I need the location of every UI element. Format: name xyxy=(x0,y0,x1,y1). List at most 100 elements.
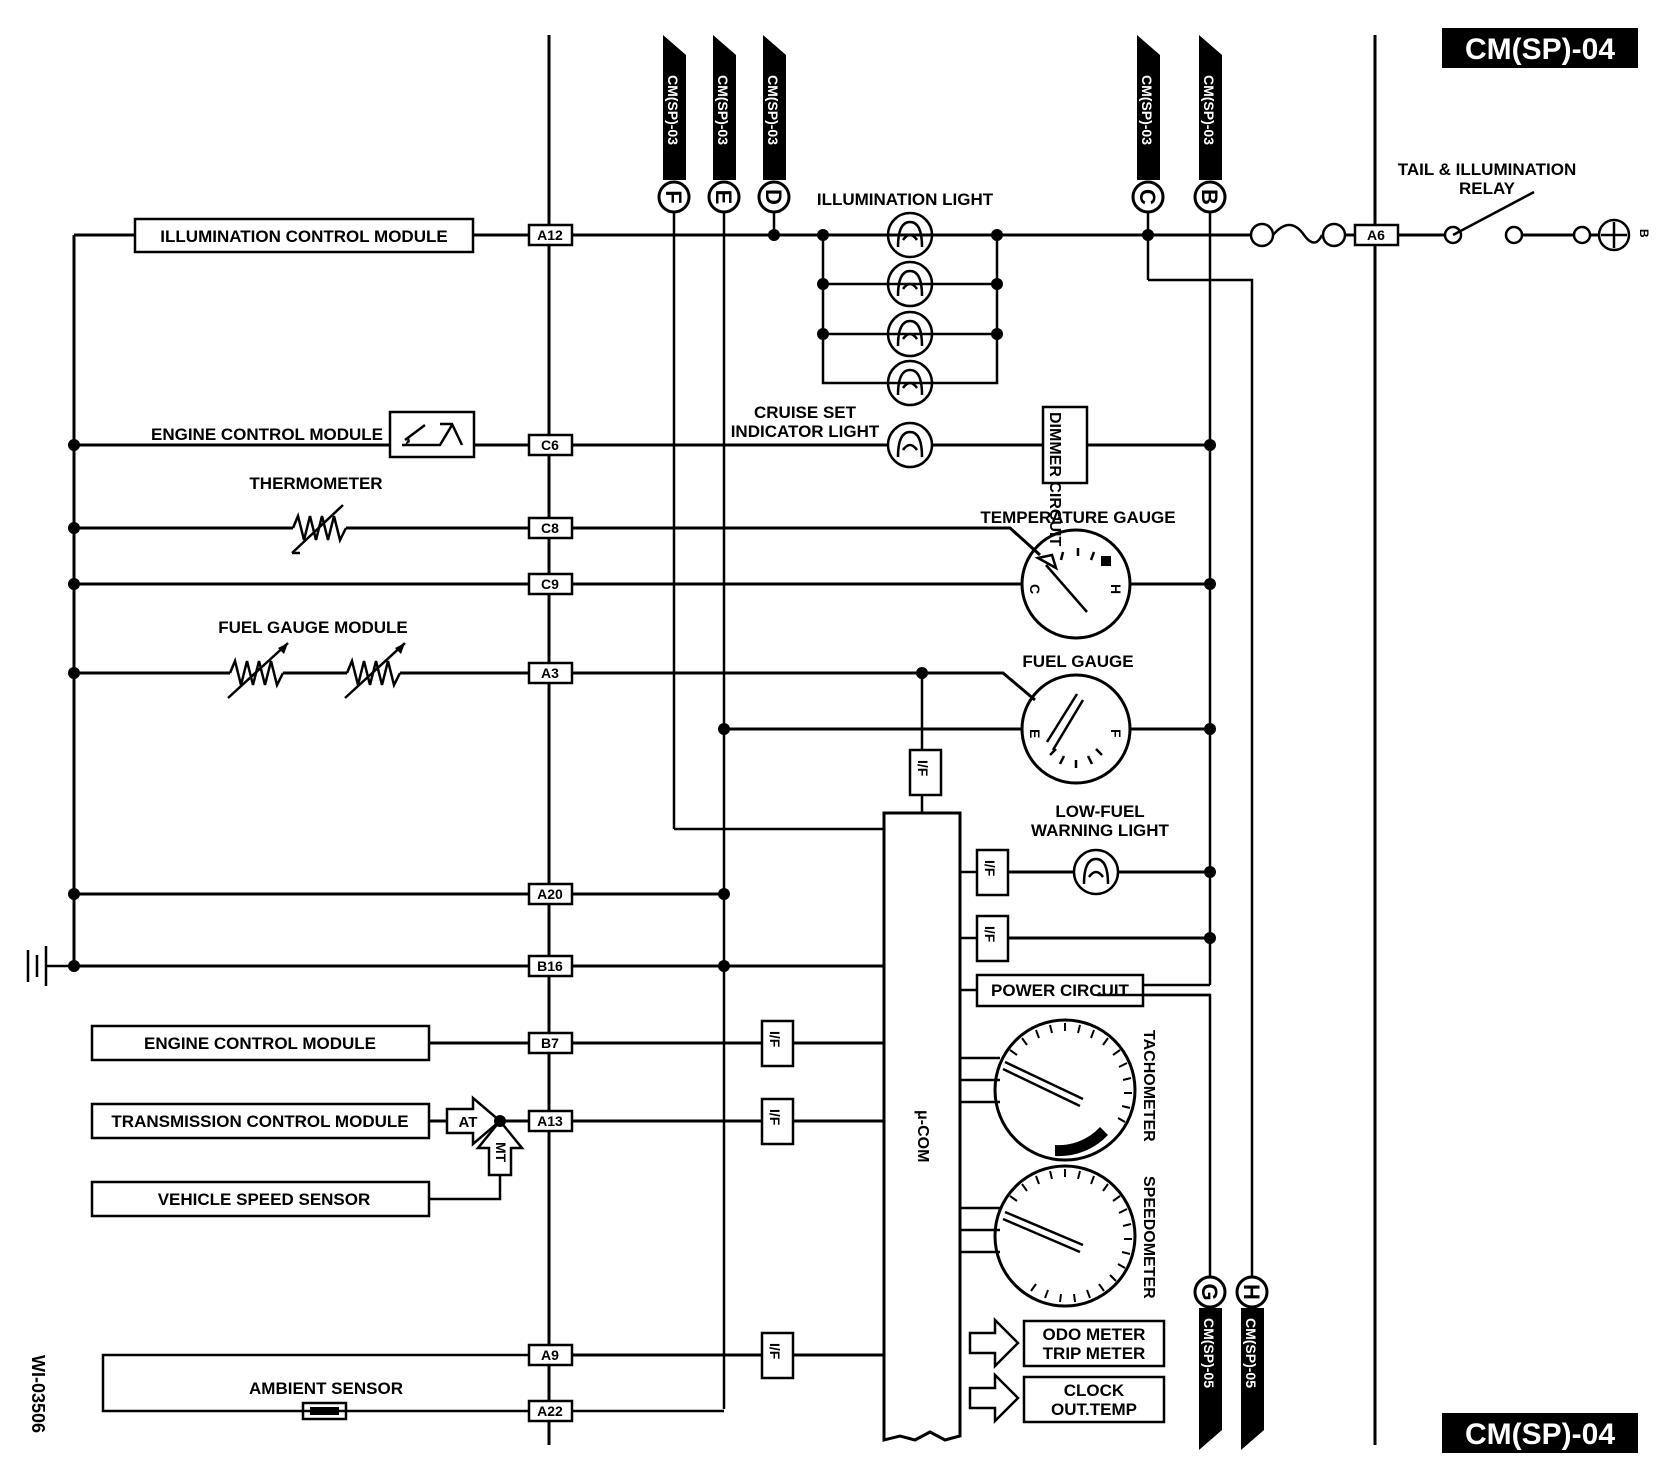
if-box xyxy=(908,748,943,797)
illumination-control-module-label: ILLUMINATION CONTROL MODULE xyxy=(160,227,447,246)
pin-a20: A20 xyxy=(527,882,574,906)
bulb-icon xyxy=(886,310,934,358)
if-label: I/F xyxy=(982,926,998,943)
doc-id: WI-03506 xyxy=(28,1355,48,1433)
bulb-icon xyxy=(886,211,934,259)
mt-arrow-icon: MT xyxy=(475,1119,525,1177)
fuel-e-label: E xyxy=(1027,729,1043,738)
fuel-gauge: E F xyxy=(1020,673,1132,785)
ucom-block xyxy=(882,811,962,1442)
connector-letter: H xyxy=(1239,1284,1264,1300)
low-fuel-label: LOW-FUEL xyxy=(1055,802,1144,821)
temp-h-label: H xyxy=(1108,584,1124,594)
fuse-icon xyxy=(1249,222,1347,248)
connector-ref: CM(SP)-03 xyxy=(1139,75,1155,145)
thermistor-icon xyxy=(291,504,348,555)
ambient-sensor-label: AMBIENT SENSOR xyxy=(249,1379,403,1398)
speedometer-label: SPEEDOMETER xyxy=(1140,1176,1157,1299)
ucom-label: μ-COM xyxy=(914,1110,931,1162)
connector-e: CM(SP)-03 E xyxy=(707,35,741,1409)
bulb-icon xyxy=(886,421,934,469)
tachometer-gauge: TACHOMETER xyxy=(960,1018,1157,1162)
connector-ref: CM(SP)-03 xyxy=(1201,75,1217,145)
connector-ref: CM(SP)-05 xyxy=(1201,1318,1217,1388)
pin-a3: A3 xyxy=(527,661,574,685)
battery-plus-icon: B xyxy=(1597,218,1651,252)
page-ref-bottom: CM(SP)-04 xyxy=(1442,1413,1638,1453)
tail-relay-label-2: RELAY xyxy=(1459,179,1516,198)
clock-outtemp-box xyxy=(1022,1375,1166,1424)
if-label: I/F xyxy=(767,1109,783,1126)
pin-label: A6 xyxy=(1367,227,1385,243)
pin-label: A22 xyxy=(537,1403,563,1419)
connector-letter: F xyxy=(661,190,686,203)
temperature-gauge-label: TEMPERATURE GAUGE xyxy=(980,508,1175,527)
pin-label: C8 xyxy=(541,520,559,536)
connector-f: CM(SP)-03 F xyxy=(657,35,691,829)
pin-b16: B16 xyxy=(527,954,574,978)
speedometer-gauge: SPEEDOMETER xyxy=(960,1164,1157,1308)
ground-icon xyxy=(26,946,74,986)
variable-resistor-icon xyxy=(344,642,406,699)
connector-ref: CM(SP)-03 xyxy=(665,75,681,145)
ecm-bottom-label: ENGINE CONTROL MODULE xyxy=(144,1034,376,1053)
if-label: I/F xyxy=(767,1031,783,1048)
connector-g: G CM(SP)-05 xyxy=(1097,993,1227,1450)
bulb-icon xyxy=(886,359,934,407)
clock-label: CLOCK xyxy=(1064,1381,1125,1400)
if-label: I/F xyxy=(982,860,998,877)
odo-label: ODO METER xyxy=(1043,1325,1146,1344)
illumination-light-label: ILLUMINATION LIGHT xyxy=(817,190,994,209)
wire xyxy=(572,671,1036,702)
transistor-icon xyxy=(388,410,476,459)
fuel-gauge-label: FUEL GAUGE xyxy=(1022,652,1133,671)
trip-label: TRIP METER xyxy=(1043,1344,1146,1363)
connector-ref: CM(SP)-05 xyxy=(1243,1318,1259,1388)
wire xyxy=(572,526,1042,557)
connector-ref: CM(SP)-03 xyxy=(715,75,731,145)
dimmer-circuit-label: DIMMER CIRCUIT xyxy=(1046,412,1063,546)
pin-b7: B7 xyxy=(527,1031,574,1055)
wire xyxy=(429,1175,502,1201)
cruise-label: CRUISE SET xyxy=(754,403,857,422)
pin-a9: A9 xyxy=(527,1343,574,1367)
tail-relay-label: TAIL & ILLUMINATION xyxy=(1398,160,1576,179)
at-arrow-icon: AT xyxy=(445,1095,502,1147)
page-ref-bottom-text: CM(SP)-04 xyxy=(1465,1418,1615,1451)
temperature-gauge: C H xyxy=(1020,528,1132,640)
connector-letter: G xyxy=(1197,1283,1222,1300)
pin-label: A12 xyxy=(537,227,563,243)
variable-resistor-icon xyxy=(227,642,289,699)
at-label: AT xyxy=(459,1114,478,1131)
connector-d: CM(SP)-03 D xyxy=(757,35,791,241)
tachometer-label: TACHOMETER xyxy=(1140,1030,1157,1142)
battery-label: B xyxy=(1637,229,1651,238)
connector-c: CM(SP)-03 C xyxy=(1131,35,1254,1282)
page-ref-top-text: CM(SP)-04 xyxy=(1465,33,1615,66)
pin-label: A3 xyxy=(541,665,559,681)
pin-c6: C6 xyxy=(527,433,574,457)
pin-a6: A6 xyxy=(1353,223,1400,247)
pin-label: A9 xyxy=(541,1347,559,1363)
tcm-label: TRANSMISSION CONTROL MODULE xyxy=(111,1112,408,1131)
connector-letter: B xyxy=(1197,189,1222,205)
fuel-f-label: F xyxy=(1108,729,1124,738)
pin-label: A13 xyxy=(537,1113,563,1129)
illumination-control-module-box xyxy=(133,217,475,254)
connector-letter: D xyxy=(761,189,786,205)
bulb-icon xyxy=(886,260,934,308)
warning-bulb-icon xyxy=(1072,848,1120,896)
cruise-label-2: INDICATOR LIGHT xyxy=(731,422,880,441)
pin-label: A20 xyxy=(537,886,563,902)
junction-dots xyxy=(68,439,1216,972)
odo-trip-box xyxy=(1022,1319,1166,1368)
pin-c8: C8 xyxy=(527,516,574,540)
connector-ref: CM(SP)-03 xyxy=(765,75,781,145)
pin-c9: C9 xyxy=(527,572,574,596)
thermometer-label: THERMOMETER xyxy=(249,474,382,493)
pin-label: C9 xyxy=(541,576,559,592)
pin-a13: A13 xyxy=(527,1109,574,1133)
power-circuit-label: POWER CIRCUIT xyxy=(991,981,1130,1000)
pin-label: C6 xyxy=(541,437,559,453)
